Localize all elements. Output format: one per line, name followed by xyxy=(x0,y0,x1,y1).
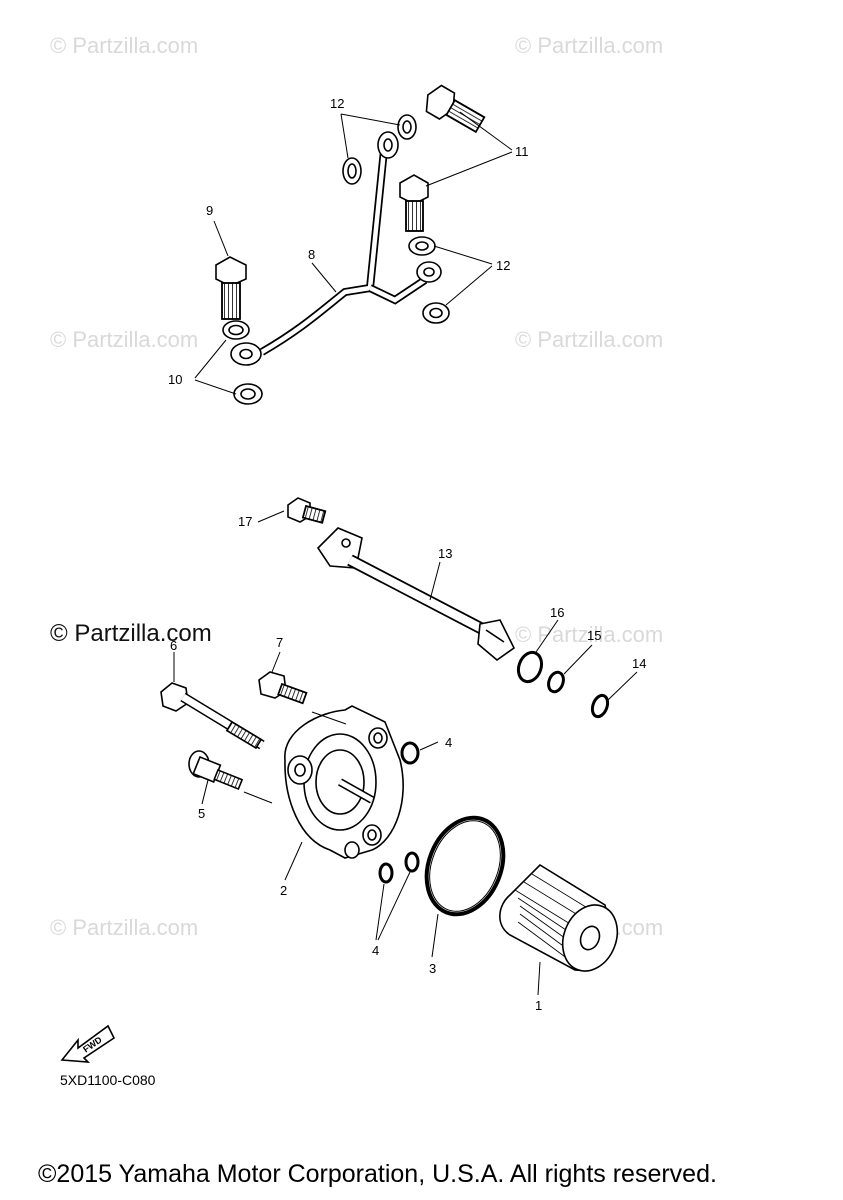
o-ring-16 xyxy=(516,650,544,684)
union-bolt-11-upper xyxy=(425,84,486,134)
oil-filter-element-1 xyxy=(499,863,619,972)
callout-17: 17 xyxy=(238,514,252,529)
oil-delivery-pipe-group xyxy=(215,84,486,405)
bolt-7 xyxy=(258,671,308,705)
oil-filter-group xyxy=(60,497,619,1063)
callout-3: 3 xyxy=(429,961,436,976)
callout-1: 1 xyxy=(535,998,542,1013)
watermark-top-left: © Partzilla.com xyxy=(50,33,199,58)
oil-delivery-pipe xyxy=(230,131,442,366)
callout-16: 16 xyxy=(550,605,564,620)
diagram-code: 5XD1100-C080 xyxy=(60,1072,156,1088)
leader-lines-lower xyxy=(173,510,638,996)
o-ring-4-lower-b xyxy=(404,851,420,873)
bolt-17 xyxy=(287,497,327,524)
union-bolt-9 xyxy=(215,256,247,320)
forward-direction-arrow xyxy=(60,1024,116,1063)
filter-cover-2 xyxy=(284,705,404,859)
bolt-5 xyxy=(188,750,244,791)
callout-2: 2 xyxy=(280,883,287,898)
callout-14: 14 xyxy=(632,656,646,671)
watermark-mid-left: © Partzilla.com xyxy=(50,327,199,352)
leader-lines-upper xyxy=(194,111,513,395)
callout-numbers: 1 2 3 4 4 5 6 7 8 9 10 11 12 12 13 14 15… xyxy=(168,96,646,1013)
o-ring-15 xyxy=(547,670,565,694)
callout-6: 6 xyxy=(170,638,177,653)
callout-4-upper: 4 xyxy=(445,735,452,750)
union-bolt-11-lower xyxy=(399,174,429,232)
callout-11: 11 xyxy=(515,144,529,159)
o-ring-3 xyxy=(424,815,506,917)
callout-9: 9 xyxy=(206,203,213,218)
callout-8: 8 xyxy=(308,247,315,262)
callout-5: 5 xyxy=(198,806,205,821)
callout-4-lower: 4 xyxy=(372,943,379,958)
copyright-notice: ©2015 Yamaha Motor Corporation, U.S.A. A… xyxy=(38,1160,717,1188)
o-ring-14 xyxy=(590,693,610,719)
watermark-bottom-left: © Partzilla.com xyxy=(50,915,199,940)
watermark-top-right: © Partzilla.com xyxy=(515,33,664,58)
o-ring-4-lower-a xyxy=(378,862,394,884)
callout-13: 13 xyxy=(438,546,452,561)
callout-12-lower: 12 xyxy=(496,258,510,273)
oil-pipe-13 xyxy=(316,527,516,662)
o-ring-4-upper xyxy=(400,741,420,765)
callout-15: 15 xyxy=(587,628,601,643)
callout-7: 7 xyxy=(276,635,283,650)
watermark-lower-right: © Partzilla.com xyxy=(515,622,664,647)
bolt-6 xyxy=(160,682,265,750)
watermark-mid-right: © Partzilla.com xyxy=(515,327,664,352)
callout-10: 10 xyxy=(168,372,182,387)
callout-12-upper: 12 xyxy=(330,96,344,111)
watermark-prominent: © Partzilla.com xyxy=(50,620,212,647)
